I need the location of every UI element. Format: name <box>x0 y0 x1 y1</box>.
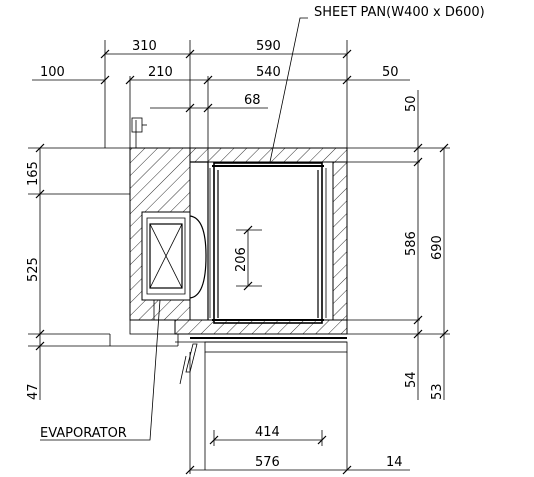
dim-210: 210 <box>148 65 173 80</box>
dim-590: 590 <box>256 39 281 54</box>
dim-54: 54 <box>404 371 419 388</box>
evaporator-unit <box>141 211 207 320</box>
dim-100: 100 <box>40 65 65 80</box>
dimension-lines <box>32 53 445 474</box>
dim-50-right: 50 <box>404 95 419 112</box>
dim-206: 206 <box>234 247 249 272</box>
dim-68: 68 <box>244 93 261 108</box>
dim-540: 540 <box>256 65 281 80</box>
dim-525: 525 <box>26 257 41 282</box>
dim-14: 14 <box>386 455 403 470</box>
dim-50-top: 50 <box>382 65 399 80</box>
leader-lines <box>40 17 308 441</box>
sheet-pan <box>209 162 327 324</box>
dim-165: 165 <box>26 161 41 186</box>
dim-586: 586 <box>404 231 419 256</box>
sheet-pan-label: SHEET PAN(W400 x D600) <box>314 5 485 20</box>
dim-690: 690 <box>430 235 445 260</box>
extension-lines <box>28 40 450 347</box>
dimension-ticks <box>35 49 449 475</box>
evaporator-label: EVAPORATOR <box>40 426 127 441</box>
power-cord <box>131 117 147 148</box>
dim-576: 576 <box>255 455 280 470</box>
dim-310: 310 <box>132 39 157 54</box>
dim-47: 47 <box>26 383 41 400</box>
door-frame <box>109 334 348 470</box>
dim-414: 414 <box>255 425 280 440</box>
dim-53: 53 <box>430 383 445 400</box>
